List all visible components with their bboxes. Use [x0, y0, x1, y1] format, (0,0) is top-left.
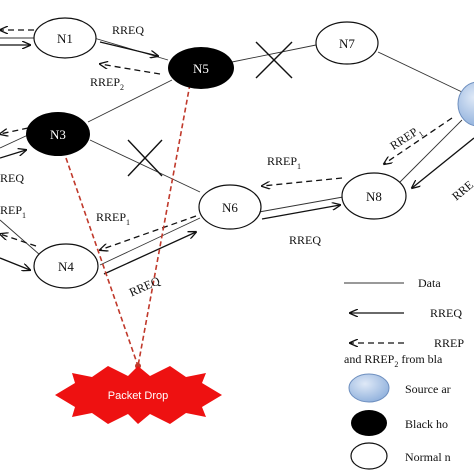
link-left-n4: [0, 219, 41, 256]
broken-link-x-n5-n7: [255, 41, 293, 79]
label-s-n8-rrep: RREP1: [387, 122, 425, 155]
node-source-destination: [457, 81, 474, 127]
label-left-rrep: REP1: [0, 203, 26, 220]
rrep-arrow-n6-n4: [100, 215, 197, 250]
node-n7: N7: [315, 21, 379, 65]
drop-line-n3: [65, 157, 139, 367]
rrep-arrow-left-3: [0, 234, 37, 247]
node-n1: N1: [33, 17, 97, 59]
link-n3-n6: [89, 139, 201, 193]
legend-rrep-label-1: RREP: [434, 336, 464, 350]
rrep-arrows: [0, 30, 453, 250]
legend-rreq-label: RREQ: [430, 306, 462, 320]
rrep-arrow-n8-n6: [262, 177, 343, 186]
label-n6-n8-rreq: RREQ: [289, 233, 321, 247]
rrep-arrow-s-n8: [384, 117, 453, 164]
node-n8-label: N8: [366, 189, 382, 204]
rreq-arrow-n1-n5: [99, 41, 158, 56]
rreq-arrows: [0, 41, 474, 275]
legend-black-hole-icon: [351, 410, 387, 436]
link-n6-n8: [258, 196, 344, 213]
legend-data-label: Data: [418, 276, 441, 290]
link-n8-s: [399, 119, 463, 183]
rrep-arrow-n5-n1: [100, 64, 161, 75]
legend: Data RREQ RREP and RREP2 from bla Source…: [344, 276, 464, 470]
rreq-arrow-left-3: [0, 257, 30, 270]
label-n4-n6-rreq: RREQ: [127, 273, 162, 299]
drop-lines: [65, 83, 191, 367]
label-n6-n4-rrep: RREP1: [96, 210, 130, 227]
node-n5-label: N5: [193, 61, 209, 76]
node-n6-label: N6: [222, 200, 238, 215]
node-n6: N6: [198, 184, 262, 230]
label-s-n8-rreq: RRE: [449, 178, 474, 204]
link-n5-n3: [87, 79, 173, 123]
packet-drop-burst: [55, 366, 222, 424]
label-left-rreq: REQ: [0, 171, 24, 185]
legend-source-label: Source ar: [405, 382, 451, 396]
link-left-n3: [0, 134, 29, 149]
rrep-arrow-left-2: [0, 127, 29, 134]
legend-rrep-label-2: and RREP2 from bla: [344, 352, 443, 369]
label-n8-n6-rrep: RREP1: [267, 154, 301, 171]
node-n4: N4: [33, 243, 99, 289]
legend-black-hole-label: Black ho: [405, 417, 448, 431]
link-n5-n7: [231, 44, 317, 63]
node-n3-label: N3: [50, 127, 66, 142]
node-n8: N8: [341, 172, 407, 220]
label-n5-n1-rrep: RREP2: [90, 75, 124, 92]
label-n1-n5-rreq: RREQ: [112, 23, 144, 37]
node-n5: N5: [168, 47, 234, 89]
rreq-arrow-s-n8: [412, 137, 474, 188]
legend-normal-icon: [350, 442, 388, 470]
broken-link-x-n3-n6: [127, 139, 163, 177]
node-n7-label: N7: [339, 36, 355, 51]
rreq-arrow-left-2: [0, 150, 26, 159]
rreq-arrow-n6-n8: [261, 205, 340, 220]
link-n7-s: [377, 51, 463, 93]
rreq-arrow-n4-n6: [103, 232, 196, 275]
legend-normal-label: Normal n: [405, 450, 451, 464]
data-links: [0, 37, 463, 266]
broken-link-marks: [127, 41, 293, 177]
node-n1-label: N1: [57, 31, 73, 46]
node-n3: N3: [26, 112, 90, 156]
packet-drop-label: Packet Drop: [108, 390, 169, 402]
node-n4-label: N4: [58, 259, 74, 274]
legend-source-icon: [348, 373, 390, 403]
link-n4-n6: [99, 217, 201, 266]
drop-line-n5: [137, 83, 191, 367]
